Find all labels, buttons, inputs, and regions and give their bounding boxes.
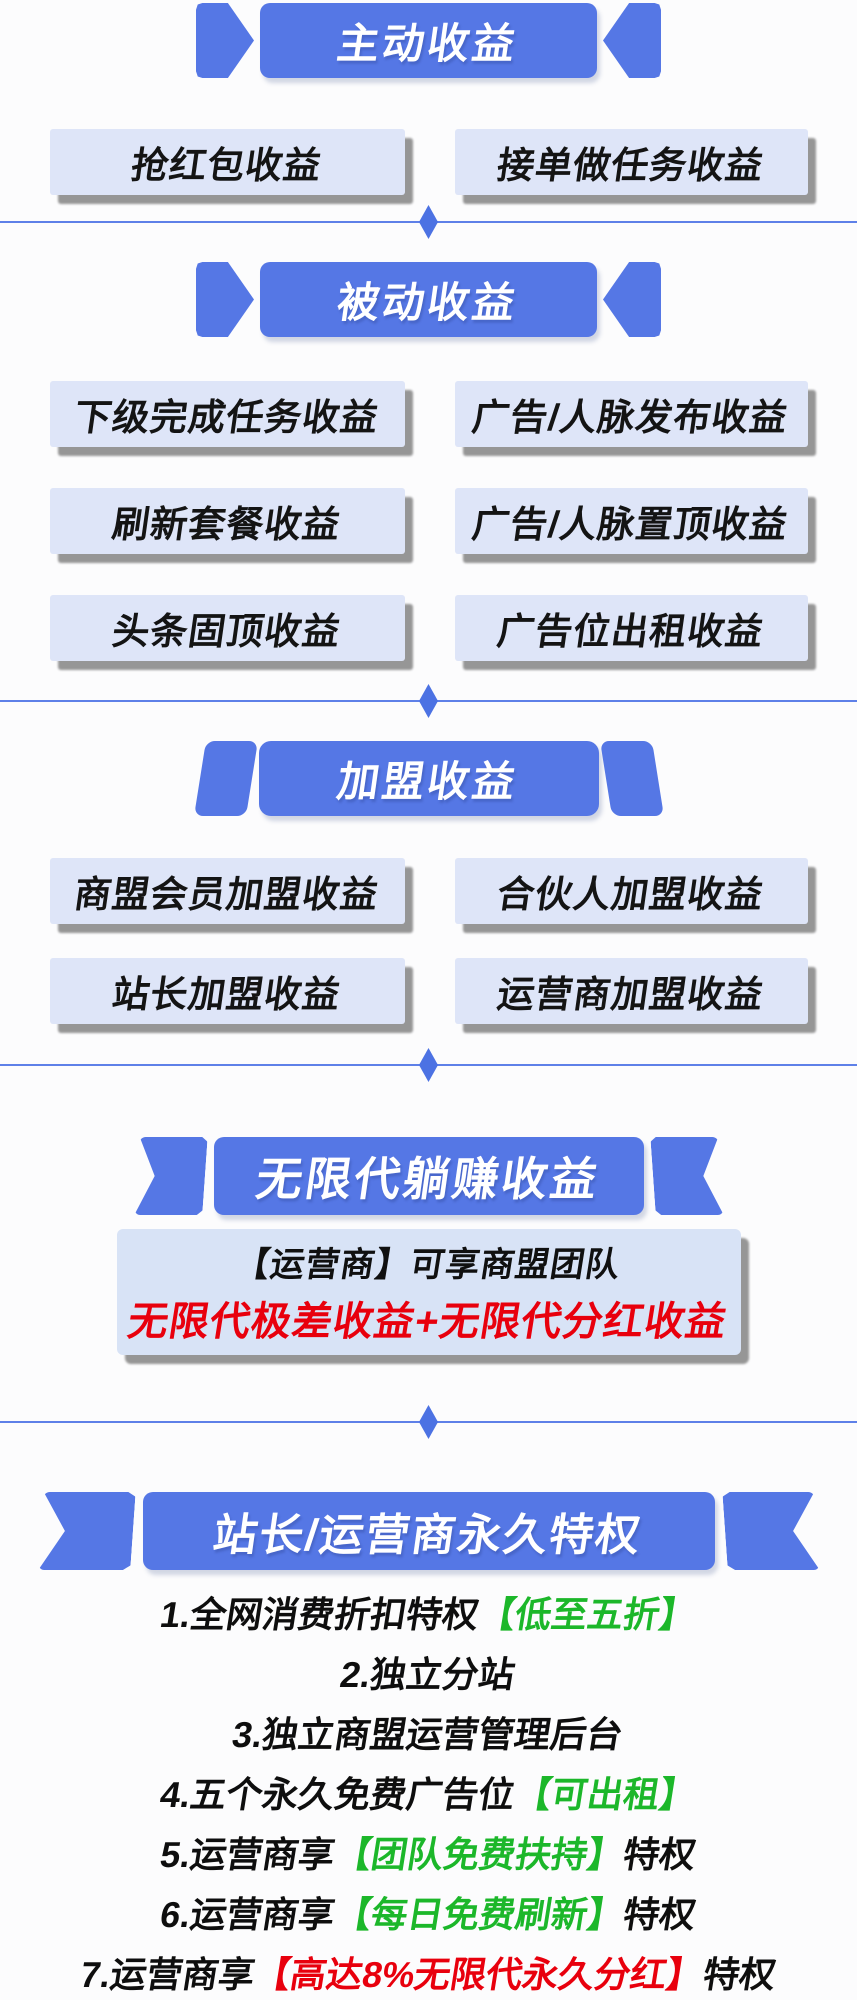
banner-label: 站长/运营商永久特权 — [210, 1511, 646, 1560]
income-button[interactable]: 接单做任务收益 — [454, 129, 808, 195]
ribbon-tail-right-icon — [603, 262, 661, 337]
banner-active: 主动收益 — [0, 3, 857, 78]
info-box-line2: 无限代极差收益+无限代分红收益 — [125, 1299, 731, 1344]
section-divider — [0, 1405, 857, 1439]
ribbon-tail-right-icon — [603, 3, 661, 78]
banner-bar: 无限代躺赚收益 — [213, 1137, 644, 1215]
privilege-text: 特权 — [699, 1954, 779, 1995]
income-button[interactable]: 广告/人脉置顶收益 — [454, 488, 808, 554]
banner-passive: 被动收益 — [0, 262, 857, 337]
banner-label: 主动收益 — [334, 20, 522, 67]
privilege-text: 6.运营商享 — [157, 1894, 339, 1935]
ribbon-tail-right-icon — [599, 741, 664, 816]
income-button-label: 广告/人脉置顶收益 — [469, 504, 792, 545]
privilege-text: 5.运营商享 — [157, 1834, 339, 1875]
section-active: 主动收益抢红包收益 接单做任务收益 — [0, 3, 857, 195]
privilege-text: 【每日免费刷新】 — [331, 1894, 627, 1935]
section-franchise: 加盟收益商盟会员加盟收益 合伙人加盟收益站长加盟收益 运营商加盟收益 — [0, 741, 857, 1024]
ribbon-tail-left-icon — [134, 1137, 207, 1215]
income-button[interactable]: 运营商加盟收益 — [454, 958, 808, 1024]
income-button-label: 合伙人加盟收益 — [494, 874, 767, 915]
section-privileges: 站长/运营商永久特权 1.全网消费折扣特权【低至五折】 2.独立分站 3.独立商盟运营… — [0, 1492, 857, 2000]
privilege-text: 7.运营商享 — [77, 1954, 259, 1995]
privilege-item: 2.独立分站 — [0, 1642, 857, 1702]
income-button-label: 站长加盟收益 — [109, 974, 344, 1015]
diamond-icon — [419, 684, 438, 718]
privilege-list: 1.全网消费折扣特权【低至五折】 2.独立分站 3.独立商盟运营管理后台 4.五个永久… — [0, 1582, 857, 2000]
privilege-item: 3.独立商盟运营管理后台 — [0, 1702, 857, 1762]
section-divider — [0, 684, 857, 718]
privilege-item: 7.运营商享【高达8%无限代永久分红】特权 — [0, 1942, 857, 2000]
income-button-label: 头条固顶收益 — [109, 611, 344, 652]
ribbon-tail-left-icon — [193, 741, 258, 816]
privilege-text: 特权 — [619, 1894, 699, 1935]
income-button[interactable]: 刷新套餐收益 — [49, 488, 405, 554]
privilege-text: 3.独立商盟运营管理后台 — [229, 1714, 627, 1755]
income-button[interactable]: 合伙人加盟收益 — [454, 858, 808, 924]
privilege-text: 【团队免费扶持】 — [331, 1834, 627, 1875]
banner-label: 被动收益 — [334, 279, 522, 326]
diamond-icon — [419, 205, 438, 239]
button-grid: 商盟会员加盟收益 合伙人加盟收益站长加盟收益 运营商加盟收益 — [0, 858, 857, 1024]
info-box-line1: 【运营商】可享商盟团队 — [232, 1246, 624, 1285]
income-button-label: 刷新套餐收益 — [109, 504, 344, 545]
privilege-text: 【高达8%无限代永久分红】 — [251, 1954, 707, 1995]
privilege-text: 【可出租】 — [511, 1774, 699, 1815]
banner-privileges: 站长/运营商永久特权 — [0, 1492, 857, 1570]
ribbon-tail-left-icon — [38, 1492, 135, 1570]
ribbon-tail-right-icon — [722, 1492, 819, 1570]
income-button-label: 接单做任务收益 — [494, 145, 767, 186]
income-button[interactable]: 站长加盟收益 — [49, 958, 405, 1024]
banner-label: 加盟收益 — [334, 758, 522, 805]
privilege-item: 1.全网消费折扣特权【低至五折】 — [0, 1582, 857, 1642]
income-button[interactable]: 广告/人脉发布收益 — [454, 381, 808, 447]
button-grid: 下级完成任务收益 广告/人脉发布收益刷新套餐收益 广告/人脉置顶收益头条固顶收益 广告… — [0, 381, 857, 661]
privilege-item: 6.运营商享【每日免费刷新】特权 — [0, 1882, 857, 1942]
diamond-icon — [419, 1048, 438, 1082]
income-button-label: 商盟会员加盟收益 — [71, 874, 382, 915]
banner-bar: 加盟收益 — [258, 741, 599, 816]
income-button[interactable]: 商盟会员加盟收益 — [49, 858, 405, 924]
ribbon-tail-left-icon — [196, 262, 254, 337]
ribbon-tail-right-icon — [650, 1137, 723, 1215]
button-grid: 抢红包收益 接单做任务收益 — [0, 129, 857, 195]
privilege-text: 【低至五折】 — [475, 1594, 699, 1635]
privilege-text: 1.全网消费折扣特权 — [157, 1594, 483, 1635]
privilege-text: 2.独立分站 — [337, 1654, 519, 1695]
info-box: 【运营商】可享商盟团队无限代极差收益+无限代分红收益 — [116, 1229, 741, 1355]
income-button[interactable]: 头条固顶收益 — [49, 595, 405, 661]
income-button-label: 广告/人脉发布收益 — [469, 397, 792, 438]
banner-bar: 主动收益 — [260, 3, 597, 78]
income-button-label: 运营商加盟收益 — [494, 974, 767, 1015]
section-divider — [0, 1048, 857, 1082]
section-unlimited: 无限代躺赚收益【运营商】可享商盟团队无限代极差收益+无限代分红收益 — [0, 1137, 857, 1355]
income-button[interactable]: 抢红包收益 — [49, 129, 405, 195]
privilege-item: 4.五个永久免费广告位【可出租】 — [0, 1762, 857, 1822]
banner-bar: 站长/运营商永久特权 — [142, 1492, 715, 1570]
section-passive: 被动收益下级完成任务收益 广告/人脉发布收益刷新套餐收益 广告/人脉置顶收益头条固顶… — [0, 262, 857, 661]
privilege-text: 特权 — [619, 1834, 699, 1875]
sections-root: 主动收益抢红包收益 接单做任务收益被动收益下级完成任务收益 广告/人脉发布收益刷新套… — [0, 3, 857, 2000]
income-button[interactable]: 下级完成任务收益 — [49, 381, 405, 447]
banner-label: 无限代躺赚收益 — [252, 1153, 604, 1205]
income-button-label: 下级完成任务收益 — [71, 397, 382, 438]
income-button-label: 广告位出租收益 — [494, 611, 767, 652]
banner-bar: 被动收益 — [260, 262, 597, 337]
ribbon-tail-left-icon — [196, 3, 254, 78]
diamond-icon — [419, 1405, 438, 1439]
banner-unlimited: 无限代躺赚收益 — [0, 1137, 857, 1215]
income-button[interactable]: 广告位出租收益 — [454, 595, 808, 661]
income-button-label: 抢红包收益 — [128, 145, 325, 186]
privilege-text: 4.五个永久免费广告位 — [157, 1774, 519, 1815]
section-divider — [0, 205, 857, 239]
privilege-item: 5.运营商享【团队免费扶持】特权 — [0, 1822, 857, 1882]
banner-franchise: 加盟收益 — [0, 741, 857, 816]
